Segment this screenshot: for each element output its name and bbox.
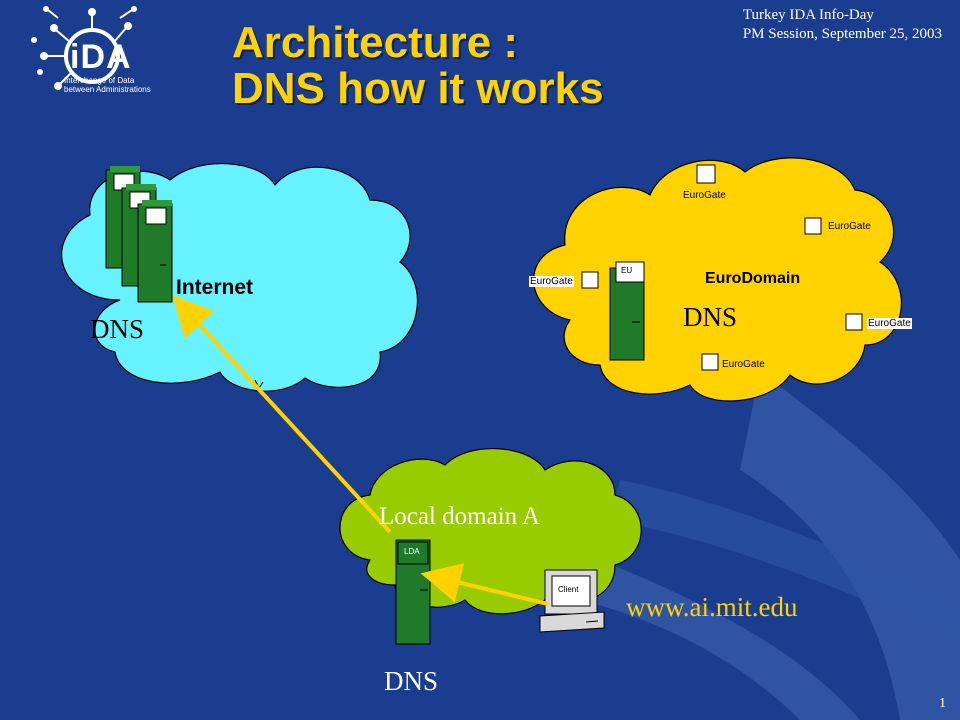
ida-logo-caption: Interchange of Data between Administrati… (64, 76, 194, 94)
local-server-tag: LDA (404, 547, 420, 556)
title-line2: DNS how it works (232, 64, 604, 113)
logo-caption-line1: Interchange of Data (64, 76, 135, 85)
client-computer (539, 569, 605, 633)
eurodomain-server (609, 261, 645, 361)
ida-logo-wordmark: iDA (70, 38, 132, 76)
eurodomain-dns-label: DNS (683, 302, 738, 332)
eurogate-label-right-upper: EuroGate (828, 221, 871, 232)
header-session: PM Session, September 25, 2003 (742, 26, 942, 42)
client-label: Client (558, 585, 579, 594)
header-event: Turkey IDA Info-Day (742, 7, 874, 23)
query-arrow-client-to-local (420, 563, 549, 606)
eurogate-label-top: EuroGate (683, 190, 726, 201)
eurogate-label-right-lower: EuroGate (867, 318, 912, 329)
query-url: www.ai.mit.edu (626, 592, 798, 622)
eurogate-label-left: EuroGate (529, 276, 574, 287)
local-dns-label: DNS (384, 666, 439, 696)
ida-logo-graphic (31, 6, 137, 90)
internet-dns-label: DNS (90, 314, 145, 344)
internet-label: Internet (176, 276, 254, 299)
page-number: 1 (939, 696, 946, 711)
logo-caption-line2: between Administrations (64, 85, 151, 94)
server-unit (137, 200, 173, 303)
slide-title: Architecture : DNS how it works (232, 20, 604, 112)
background-ribbons (580, 370, 960, 720)
internet-server-stack (105, 166, 173, 303)
slide-header: Turkey IDA Info-Day PM Session, Septembe… (743, 6, 942, 44)
eurodomain-label: EuroDomain (705, 270, 801, 287)
eurogate-label-bottom: EuroGate (722, 359, 765, 370)
eurogate-boxes (581, 164, 863, 371)
title-line1: Architecture : (232, 18, 519, 67)
eurodomain-server-tag: EU (621, 266, 633, 275)
query-arrow-local-to-internet (172, 295, 392, 534)
local-domain-label: Local domain A (379, 503, 541, 530)
